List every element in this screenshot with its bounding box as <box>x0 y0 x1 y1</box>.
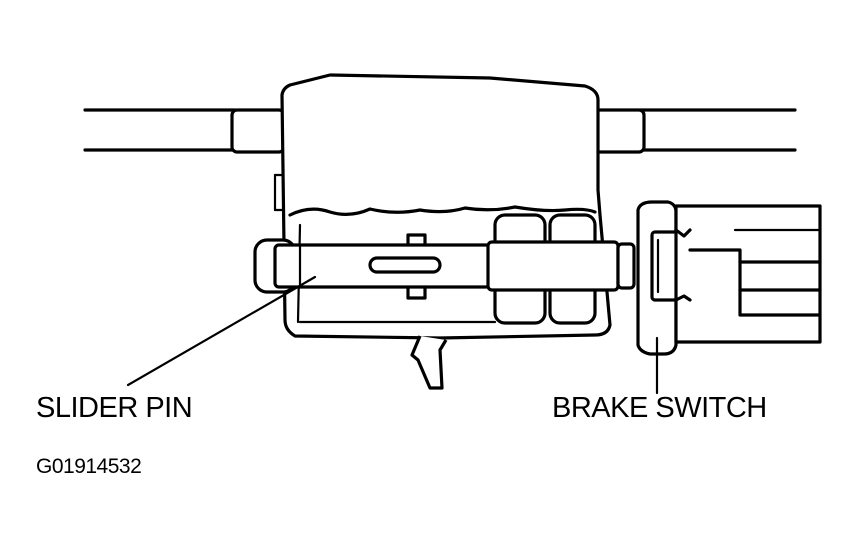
slider-pin-label: SLIDER PIN <box>36 392 193 424</box>
slider-pin-leader <box>126 275 317 387</box>
figure-code: G01914532 <box>36 455 142 478</box>
brake-switch-label: BRAKE SWITCH <box>552 392 767 424</box>
mounting-rod-right <box>588 108 797 154</box>
mounting-rod-left <box>83 108 286 154</box>
plunger-sleeve <box>486 213 636 325</box>
slider-pin <box>253 233 492 300</box>
brake-switch <box>636 200 822 356</box>
